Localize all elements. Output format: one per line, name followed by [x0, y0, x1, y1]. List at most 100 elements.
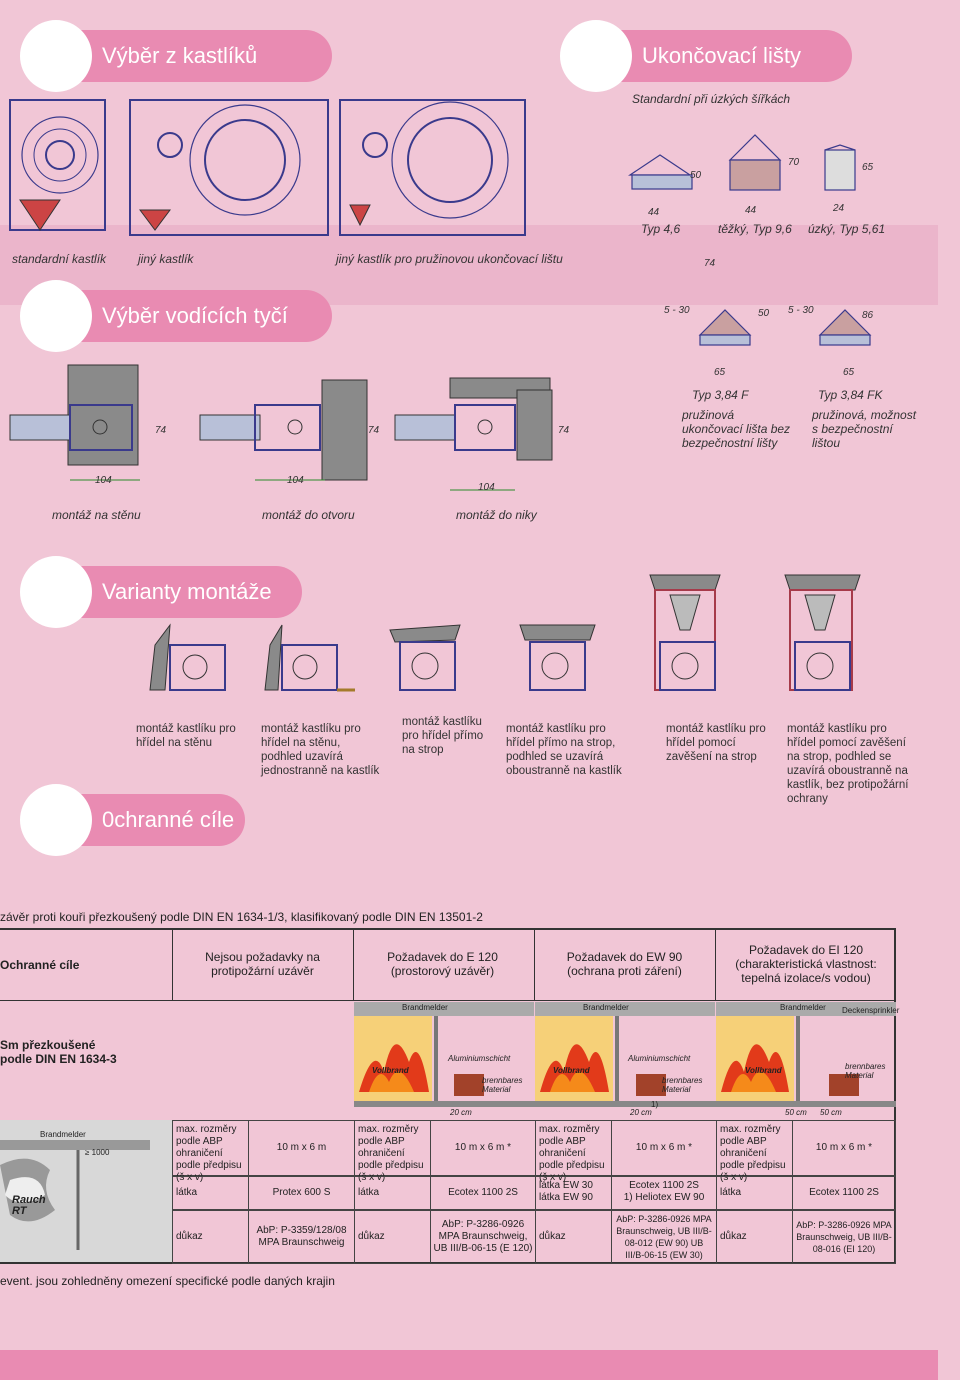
listy-typ-fk-desc: pružinová, možnost s bezpečnostní lištou — [812, 408, 917, 450]
variant-5: montáž kastlíku pro hřídel pomocí zavěše… — [666, 723, 766, 763]
row1-size-2: 10 m x 6 m * — [430, 1120, 535, 1176]
kastlik-standard — [9, 99, 106, 231]
brennbares-2: brennbares Material — [662, 1076, 703, 1094]
row1-size-3-text: 10 m x 6 m * — [635, 1142, 693, 1153]
listy-dim-65: 65 — [862, 162, 874, 173]
listy-dim-74: 74 — [704, 258, 716, 269]
section-varianty-title: Varianty montáže — [102, 579, 272, 604]
listy-dim-86: 86 — [862, 310, 874, 321]
row1-max-1: max. rozměry podle ABP ohraničení podle … — [172, 1120, 248, 1183]
listy-dim-50: 50 — [690, 170, 702, 181]
row3-proof-2: AbP: P-3286-0926 MPA Braunschweig, UB II… — [430, 1210, 535, 1264]
cm50-2: 50 cm — [820, 1108, 842, 1117]
row3-dukaz-3: důkaz — [535, 1210, 611, 1264]
vollbrand-1: Vollbrand — [372, 1066, 409, 1075]
row2-mat-4-text: Ecotex 1100 2S — [809, 1187, 879, 1198]
kastlik-caption-1: standardní kastlík — [12, 252, 107, 266]
row3-dukaz-4: důkaz — [716, 1210, 792, 1264]
table-vline-3 — [534, 928, 535, 1000]
variant-1: montáž kastlíku pro hřídel na stěnu — [136, 723, 236, 749]
listy-dim-70: 70 — [788, 157, 800, 168]
row1-max-2-text: max. rozměry podle ABP ohraničení podle … — [358, 1124, 424, 1183]
kastlik-jiny — [129, 99, 329, 236]
row3-dukaz-1-text: důkaz — [176, 1231, 203, 1242]
variant-6: montáž kastlíku pro hřídel pomocí zavěše… — [787, 723, 909, 805]
row2-latka-3a: látka EW 30 — [539, 1180, 593, 1191]
tyce-caption-2: montáž do otvoru — [262, 508, 355, 522]
tyce-dim-104c: 104 — [478, 482, 495, 493]
table-header-4: Požadavek do EI 120 (charakteristická vl… — [735, 943, 877, 985]
table-header-3: Požadavek do EW 90 (ochrana proti záření… — [566, 950, 683, 978]
variant-4: montáž kastlíku pro hřídel přímo na stro… — [506, 723, 622, 777]
listy-dim-5-30b: 5 - 30 — [788, 305, 814, 316]
table-header-0: Ochranné cíle — [0, 958, 80, 972]
brennbares-3: brennbares Material — [845, 1062, 886, 1080]
smoke-ge1000: ≥ 1000 — [85, 1148, 110, 1157]
bottom-strip — [0, 1350, 938, 1380]
tyce-caption-3: montáž do niky — [456, 508, 537, 522]
row1-max-3: max. rozměry podle ABP ohraničení podle … — [535, 1120, 611, 1183]
pill-circle — [560, 20, 632, 92]
section-listy-title: Ukončovací lišty — [642, 43, 801, 68]
row1-max-3-text: max. rozměry podle ABP ohraničení podle … — [539, 1124, 605, 1183]
row1-max-4-text: max. rozměry podle ABP ohraničení podle … — [720, 1124, 786, 1183]
row2-latka-2: látka — [354, 1176, 430, 1210]
listy-dim-65a: 65 — [714, 367, 726, 378]
tyce-dim-74b: 74 — [368, 425, 380, 436]
listy-dim-44a: 44 — [648, 207, 660, 218]
row2-latka-1: látka — [172, 1176, 248, 1210]
section-tyce-title: Výběr vodících tyčí — [102, 303, 288, 328]
table-vline-1 — [172, 928, 173, 1000]
row2-latka-4: látka — [716, 1176, 792, 1210]
section-kastliky: Výběr z kastlíků — [20, 20, 332, 92]
brandmelder-2: Brandmelder — [583, 1003, 629, 1012]
listy-dim-44b: 44 — [745, 205, 757, 216]
row2-mat-2-text: Ecotex 1100 2S — [448, 1187, 518, 1198]
table-sm-label: Sm přezkoušené podle DIN EN 1634-3 — [0, 1038, 117, 1066]
table-header-1: Nejsou požadavky na protipožární uzávěr — [205, 950, 320, 978]
listy-dim-65b: 65 — [843, 367, 855, 378]
row3-dukaz-2-text: důkaz — [358, 1231, 385, 1242]
row3-proof-1: AbP: P-3359/128/08 MPA Braunschweig — [248, 1210, 354, 1264]
listy-dim-5-30a: 5 - 30 — [664, 305, 690, 316]
listy-typ-f-desc: pružinová ukončovací lišta bez bezpečnos… — [682, 408, 791, 450]
cm50-1: 50 cm — [785, 1108, 807, 1117]
pill-circle — [20, 784, 92, 856]
listy-typ-fk: Typ 3,84 FK — [818, 388, 883, 402]
row3-proof-4-text: AbP: P-3286-0926 MPA Braunschweig, UB II… — [796, 1220, 892, 1254]
row3-proof-3: AbP: P-3286-0926 MPA Braunschweig, UB II… — [611, 1210, 716, 1264]
cm20-2: 20 cm — [630, 1108, 652, 1117]
brandmelder-3: Brandmelder — [780, 1003, 826, 1012]
row1-size-2-text: 10 m x 6 m * — [454, 1142, 512, 1153]
fire-illustrations — [354, 1002, 896, 1107]
tyce-dim-104b: 104 — [287, 475, 304, 486]
kastlik-drawings — [9, 99, 526, 236]
listy-dim-50b: 50 — [758, 308, 770, 319]
section-cile-title: 0chranné cíle — [102, 807, 235, 832]
alu-2: Aluminiumschicht — [628, 1054, 691, 1063]
row2-latka-4-text: látka — [720, 1187, 742, 1198]
section-cile: 0chranné cíle — [20, 784, 245, 856]
row1-size-3: 10 m x 6 m * — [611, 1120, 716, 1176]
alu-1: Aluminiumschicht — [448, 1054, 511, 1063]
table-header-2: Požadavek do E 120 (prostorový uzávěr) — [387, 950, 498, 978]
row2-mat-1: Protex 600 S — [248, 1176, 354, 1210]
vollbrand-3: Vollbrand — [745, 1066, 782, 1075]
smoke-rauch: Rauch RT — [12, 1194, 46, 1217]
row3-dukaz-1: důkaz — [172, 1210, 248, 1264]
listy-typ-f: Typ 3,84 F — [692, 388, 749, 402]
section-varianty: Varianty montáže — [20, 556, 302, 628]
footnote-1: 1) — [651, 1100, 659, 1109]
row2-mat-4: Ecotex 1100 2S — [792, 1176, 896, 1210]
listy-spring-drawings — [698, 309, 872, 346]
table-intro: závěr proti kouři přezkoušený podle DIN … — [0, 910, 483, 924]
pill-circle — [20, 556, 92, 628]
listy-drawings — [628, 134, 856, 191]
vollbrand-2: Vollbrand — [553, 1066, 590, 1075]
row2-mat-3b: 1) Heliotex EW 90 — [623, 1192, 705, 1203]
row1-size-4: 10 m x 6 m * — [792, 1120, 896, 1176]
row1-size-1: 10 m x 6 m — [248, 1120, 354, 1176]
tyce-drawings — [9, 364, 553, 491]
